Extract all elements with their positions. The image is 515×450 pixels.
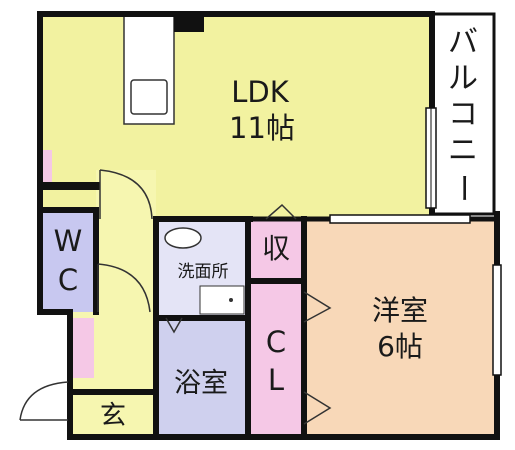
column — [174, 14, 204, 32]
ldk-bottom-wall — [40, 182, 100, 190]
western-window-right — [492, 264, 502, 376]
closet-door-mark-upper — [303, 291, 332, 323]
entrance-door-swing — [19, 381, 69, 421]
entrance-label: 玄 — [100, 401, 126, 431]
ldk-door-swing — [99, 169, 153, 220]
washer-space — [199, 285, 245, 315]
ldk-size-label: 11帖 — [229, 111, 295, 145]
bath-door-mark — [165, 317, 183, 334]
closet-label-l: L — [268, 363, 284, 397]
entrance-floor — [70, 392, 156, 437]
bath-label: 浴室 — [174, 368, 228, 399]
wc-door-swing — [97, 263, 151, 313]
closet-floor — [250, 283, 302, 436]
balcony-char-4: ニ — [448, 133, 478, 168]
washroom-label: 洗面所 — [178, 262, 229, 282]
wash-basin-icon — [164, 227, 202, 249]
ldk-name-label: LDK — [231, 75, 289, 109]
balcony-char-2: ル — [448, 61, 478, 96]
western-room-floor — [305, 219, 497, 439]
western-name-label: 洋室 — [372, 294, 428, 327]
kitchen-sink-icon — [130, 79, 168, 115]
storage-door-mark — [265, 203, 297, 220]
balcony-label: バ ル コ ニ ー — [445, 25, 480, 203]
wc-floor — [40, 210, 96, 312]
balcony-char-3: コ — [448, 97, 478, 132]
balcony-char-5: ー — [445, 173, 480, 203]
balcony-char-1: バ — [448, 25, 478, 60]
closet-label-c: C — [266, 325, 286, 359]
drain-icon — [229, 298, 233, 302]
closet-door-mark-lower — [303, 391, 332, 425]
balcony-area — [430, 12, 496, 216]
western-size-label: 6帖 — [377, 330, 423, 363]
storage-label: 収 — [262, 232, 290, 265]
western-window-top — [329, 214, 471, 224]
hall-side-strip — [72, 318, 94, 378]
wc-label-w: W — [54, 224, 83, 258]
bath-floor — [158, 318, 246, 436]
storage-floor — [250, 219, 302, 279]
doors — [19, 169, 332, 425]
wc-label-c: C — [58, 263, 78, 297]
